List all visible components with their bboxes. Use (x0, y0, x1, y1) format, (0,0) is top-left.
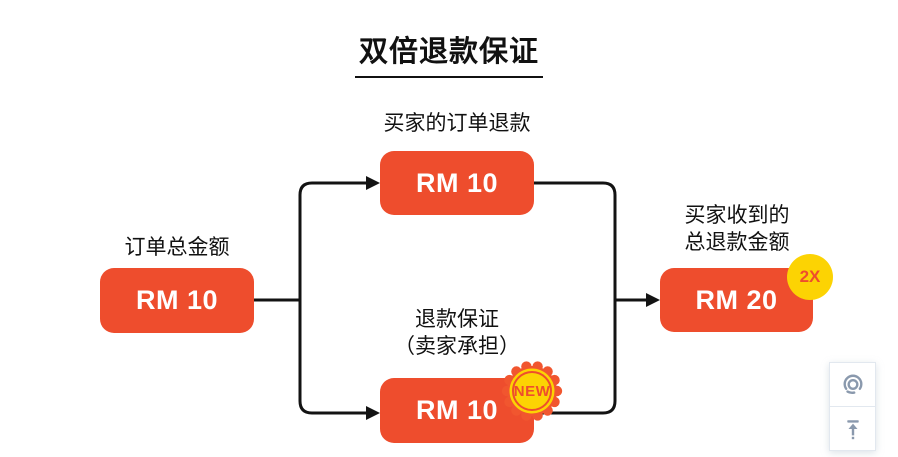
connector-merge (534, 181, 617, 415)
new-badge-seal-icon (501, 361, 563, 421)
order-total-label: 订单总金额 (124, 236, 230, 259)
page-title: 双倍退款保证 (354, 28, 543, 78)
headset-icon (843, 374, 862, 394)
double-badge: 2X (787, 254, 833, 300)
connector-source-branch-down (298, 300, 366, 415)
buyer-refund-label: 买家的订单退款 (383, 112, 531, 135)
total-received-amount: RM 20 (695, 284, 778, 315)
buyer-refund-box: RM 10 (380, 151, 534, 215)
chat-support-button[interactable] (829, 362, 876, 407)
arrow-up-to-top-icon (846, 419, 859, 439)
order-total-amount: RM 10 (135, 285, 219, 315)
floating-button-stack (829, 362, 876, 451)
connector-source-branch (254, 181, 366, 302)
refund-guarantee-amount: RM 10 (415, 395, 499, 425)
new-badge-text: NEW (513, 382, 551, 400)
arrowhead-right (646, 293, 660, 307)
arrowhead-top (366, 176, 380, 190)
refund-guarantee-label: 退款保证 （卖家承担） (357, 306, 557, 360)
title-wrap: 双倍退款保证 (0, 28, 898, 78)
arrowhead-bottom (366, 406, 380, 420)
total-received-label: 买家收到的 总退款金额 (637, 202, 837, 256)
buyer-refund-amount: RM 10 (415, 167, 499, 198)
total-received-label-line1: 买家收到的 (684, 204, 790, 227)
total-received-label-line2: 总退款金额 (684, 231, 790, 254)
double-badge-text: 2X (799, 267, 821, 286)
new-badge: NEW (499, 358, 565, 424)
refund-guarantee-label-line2: （卖家承担） (394, 335, 520, 358)
refund-guarantee-label-line1: 退款保证 (415, 308, 499, 331)
back-to-top-button[interactable] (829, 406, 876, 451)
order-total-box: RM 10 (100, 268, 254, 333)
